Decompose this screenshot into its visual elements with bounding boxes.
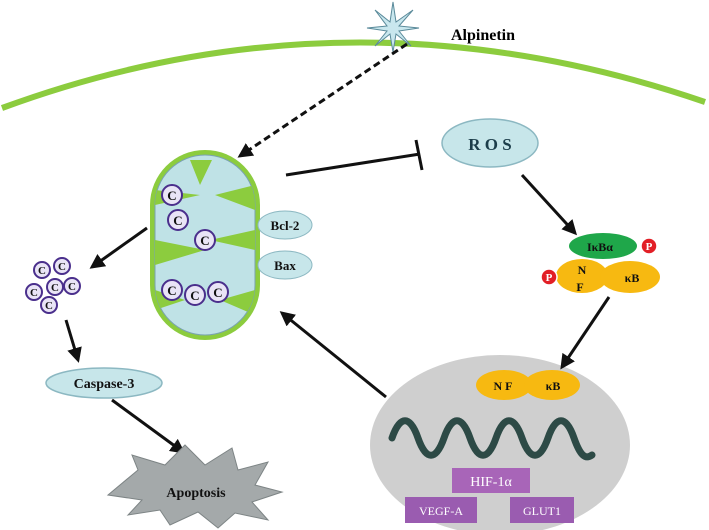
caspase-to-apoptosis-arrow <box>111 398 186 454</box>
svg-text:P: P <box>546 272 553 284</box>
mito-to-cyto-arrow <box>89 226 148 269</box>
svg-text:C: C <box>190 288 199 303</box>
phospho-icon-1: P <box>640 237 658 255</box>
kb-label: κB <box>625 271 640 285</box>
hif1a-label: HIF-1α <box>470 475 512 490</box>
caspase3-label: Caspase-3 <box>74 377 135 392</box>
alpinetin-label: Alpinetin <box>451 27 515 44</box>
bax-label: Bax <box>274 258 296 273</box>
alpinetin-to-mito-arrow <box>237 42 408 158</box>
svg-text:C: C <box>45 300 53 312</box>
glut1-label: GLUT1 <box>523 504 561 518</box>
dna-helix <box>388 417 596 461</box>
nucleus-kb-subunit <box>524 370 580 400</box>
svg-text:C: C <box>30 287 38 299</box>
svg-text:C: C <box>173 213 182 228</box>
ros-to-ikba-arrow <box>520 173 578 236</box>
nucleus-kb-label: κB <box>546 379 561 393</box>
ikba-label: IκBα <box>587 240 613 254</box>
cyto-c-r5: C <box>63 277 81 295</box>
nf-n-label: N <box>578 263 587 277</box>
cyto-c-2: C <box>167 209 189 231</box>
cyto-c-r1: C <box>33 261 51 279</box>
cytochrome-c-inside: C C C C C C <box>161 184 229 306</box>
svg-text:C: C <box>167 283 176 298</box>
apoptosis-label: Apoptosis <box>166 486 226 501</box>
ikba-node <box>569 233 637 259</box>
cell-membrane <box>0 39 706 111</box>
nucleus-to-mito-arrow <box>279 311 387 399</box>
svg-text:C: C <box>51 282 59 294</box>
bcl2-label: Bcl-2 <box>271 218 300 233</box>
svg-text:P: P <box>646 241 653 253</box>
hif1a-box <box>452 468 530 493</box>
cyto-c-4: C <box>161 279 183 301</box>
nf-f-label: F <box>576 280 583 294</box>
cyto-c-r4: C <box>46 278 64 296</box>
cyto-c-r3: C <box>25 283 43 301</box>
vegfa-label: VEGF-A <box>419 504 463 518</box>
nucleus-nf-subunit <box>476 370 532 400</box>
svg-text:C: C <box>200 233 209 248</box>
cyto-c-r2: C <box>53 257 71 275</box>
nfkb-to-nucleus-arrow <box>560 296 611 370</box>
ros-node <box>441 118 539 168</box>
cytochrome-c-released: C C C C C C <box>25 257 81 314</box>
mito-inhibits-ros <box>285 139 424 177</box>
caspase3-node <box>45 367 163 399</box>
ros-label: R O S <box>468 135 511 154</box>
cyto-c-r6: C <box>40 296 58 314</box>
svg-text:C: C <box>213 285 222 300</box>
glut1-box <box>510 497 574 523</box>
kb-subunit <box>600 261 660 293</box>
apoptosis-burst <box>106 444 284 529</box>
nucleus-nf-label: N F <box>494 379 513 393</box>
vegfa-box <box>405 497 477 523</box>
bcl2-node <box>257 210 313 240</box>
cyto-to-caspase-arrow <box>64 319 82 363</box>
nf-subunit <box>556 259 608 293</box>
svg-text:C: C <box>167 188 176 203</box>
cyto-c-6: C <box>207 281 229 303</box>
cyto-c-3: C <box>194 229 216 251</box>
svg-text:C: C <box>58 261 66 273</box>
phospho-icon-2: P <box>540 268 558 286</box>
cyto-c-5: C <box>184 284 206 306</box>
svg-text:C: C <box>68 281 76 293</box>
nucleus <box>370 355 630 530</box>
svg-text:C: C <box>38 265 46 277</box>
bax-node <box>257 250 313 280</box>
cyto-c-1: C <box>161 184 183 206</box>
